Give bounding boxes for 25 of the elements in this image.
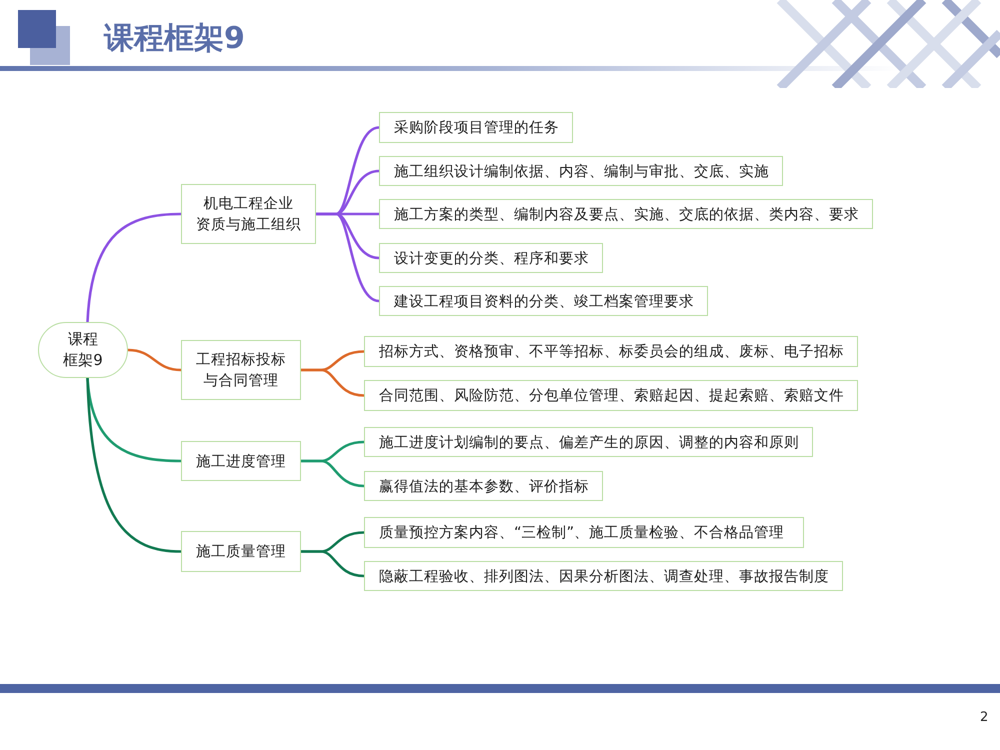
branch-topic-box: 施工质量管理 bbox=[181, 531, 301, 572]
subtopic-box: 施工组织设计编制依据、内容、编制与审批、交底、实施 bbox=[379, 156, 783, 186]
subtopic-box: 隐蔽工程验收、排列图法、因果分析图法、调查处理、事故报告制度 bbox=[364, 561, 843, 591]
connector-line bbox=[86, 212, 182, 324]
branch-topic-box: 工程招标投标与合同管理 bbox=[181, 340, 301, 400]
connector-line bbox=[300, 368, 366, 397]
connector-line bbox=[86, 376, 182, 553]
subtopic-box: 建设工程项目资料的分类、竣工档案管理要求 bbox=[379, 286, 708, 316]
connector-line bbox=[300, 550, 366, 578]
connector-line bbox=[126, 348, 182, 372]
branch-topic-box: 施工进度管理 bbox=[181, 441, 301, 481]
subtopic-box: 施工方案的类型、编制内容及要点、实施、交底的依据、类内容、要求 bbox=[379, 199, 873, 229]
subtopic-box: 采购阶段项目管理的任务 bbox=[379, 112, 573, 143]
page-number: 2 bbox=[980, 710, 988, 726]
subtopic-box: 质量预控方案内容、“三检制”、施工质量检验、不合格品管理 bbox=[364, 517, 804, 548]
connector-line bbox=[300, 460, 366, 488]
subtopic-box: 合同范围、风险防范、分包单位管理、索赔起因、提起索赔、索赔文件 bbox=[364, 380, 858, 411]
central-topic-box: 课程框架9 bbox=[38, 322, 128, 378]
subtopic-box: 赢得值法的基本参数、评价指标 bbox=[364, 471, 603, 501]
subtopic-box: 施工进度计划编制的要点、偏差产生的原因、调整的内容和原则 bbox=[364, 427, 813, 457]
branch-topic-box: 机电工程企业资质与施工组织 bbox=[181, 184, 316, 244]
subtopic-box: 设计变更的分类、程序和要求 bbox=[379, 243, 603, 273]
subtopic-box: 招标方式、资格预审、不平等招标、标委员会的组成、废标、电子招标 bbox=[364, 336, 858, 367]
connector-line bbox=[314, 212, 380, 302]
slide-title: 课程框架9 bbox=[104, 20, 245, 58]
